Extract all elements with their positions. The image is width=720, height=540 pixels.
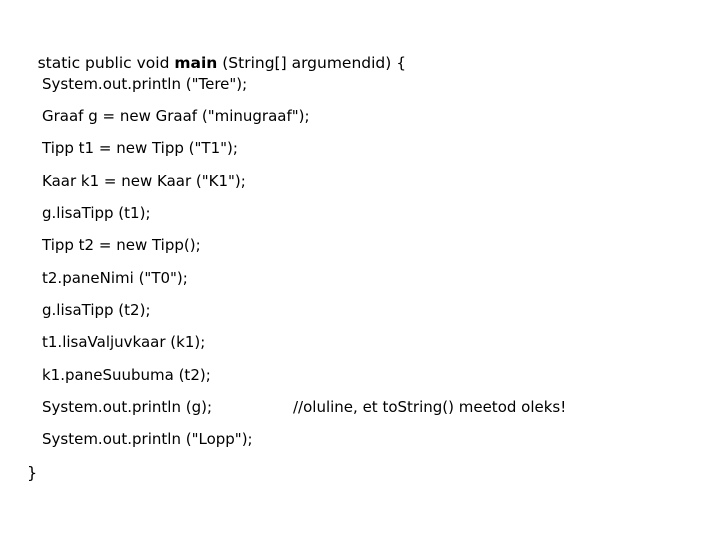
code-inline-comment: //oluline, et toString() meetod oleks! xyxy=(293,398,567,416)
signature-prefix: static public void xyxy=(37,54,175,72)
code-line-closing-brace: } xyxy=(27,463,38,482)
code-line-9: t1.lisaValjuvkaar (k1); xyxy=(42,333,206,351)
code-line-10: k1.paneSuubuma (t2); xyxy=(42,366,211,384)
signature-method-name: main xyxy=(174,54,218,72)
code-line-3: Tipp t1 = new Tipp ("T1"); xyxy=(42,139,238,157)
code-line-12: System.out.println ("Lopp"); xyxy=(42,430,253,448)
code-line-8: g.lisaTipp (t2); xyxy=(42,301,151,319)
code-line-5: g.lisaTipp (t1); xyxy=(42,204,151,222)
code-line-method-signature: static public void main (String[] argume… xyxy=(8,39,407,87)
code-line-1: System.out.println ("Tere"); xyxy=(42,75,248,93)
signature-suffix: (String[] argumendid) { xyxy=(217,54,407,72)
code-line-2: Graaf g = new Graaf ("minugraaf"); xyxy=(42,107,310,125)
code-line-7: t2.paneNimi ("T0"); xyxy=(42,269,188,287)
code-line-4: Kaar k1 = new Kaar ("K1"); xyxy=(42,172,246,190)
code-line-6: Tipp t2 = new Tipp(); xyxy=(42,236,201,254)
code-line-11: System.out.println (g); xyxy=(42,398,213,416)
